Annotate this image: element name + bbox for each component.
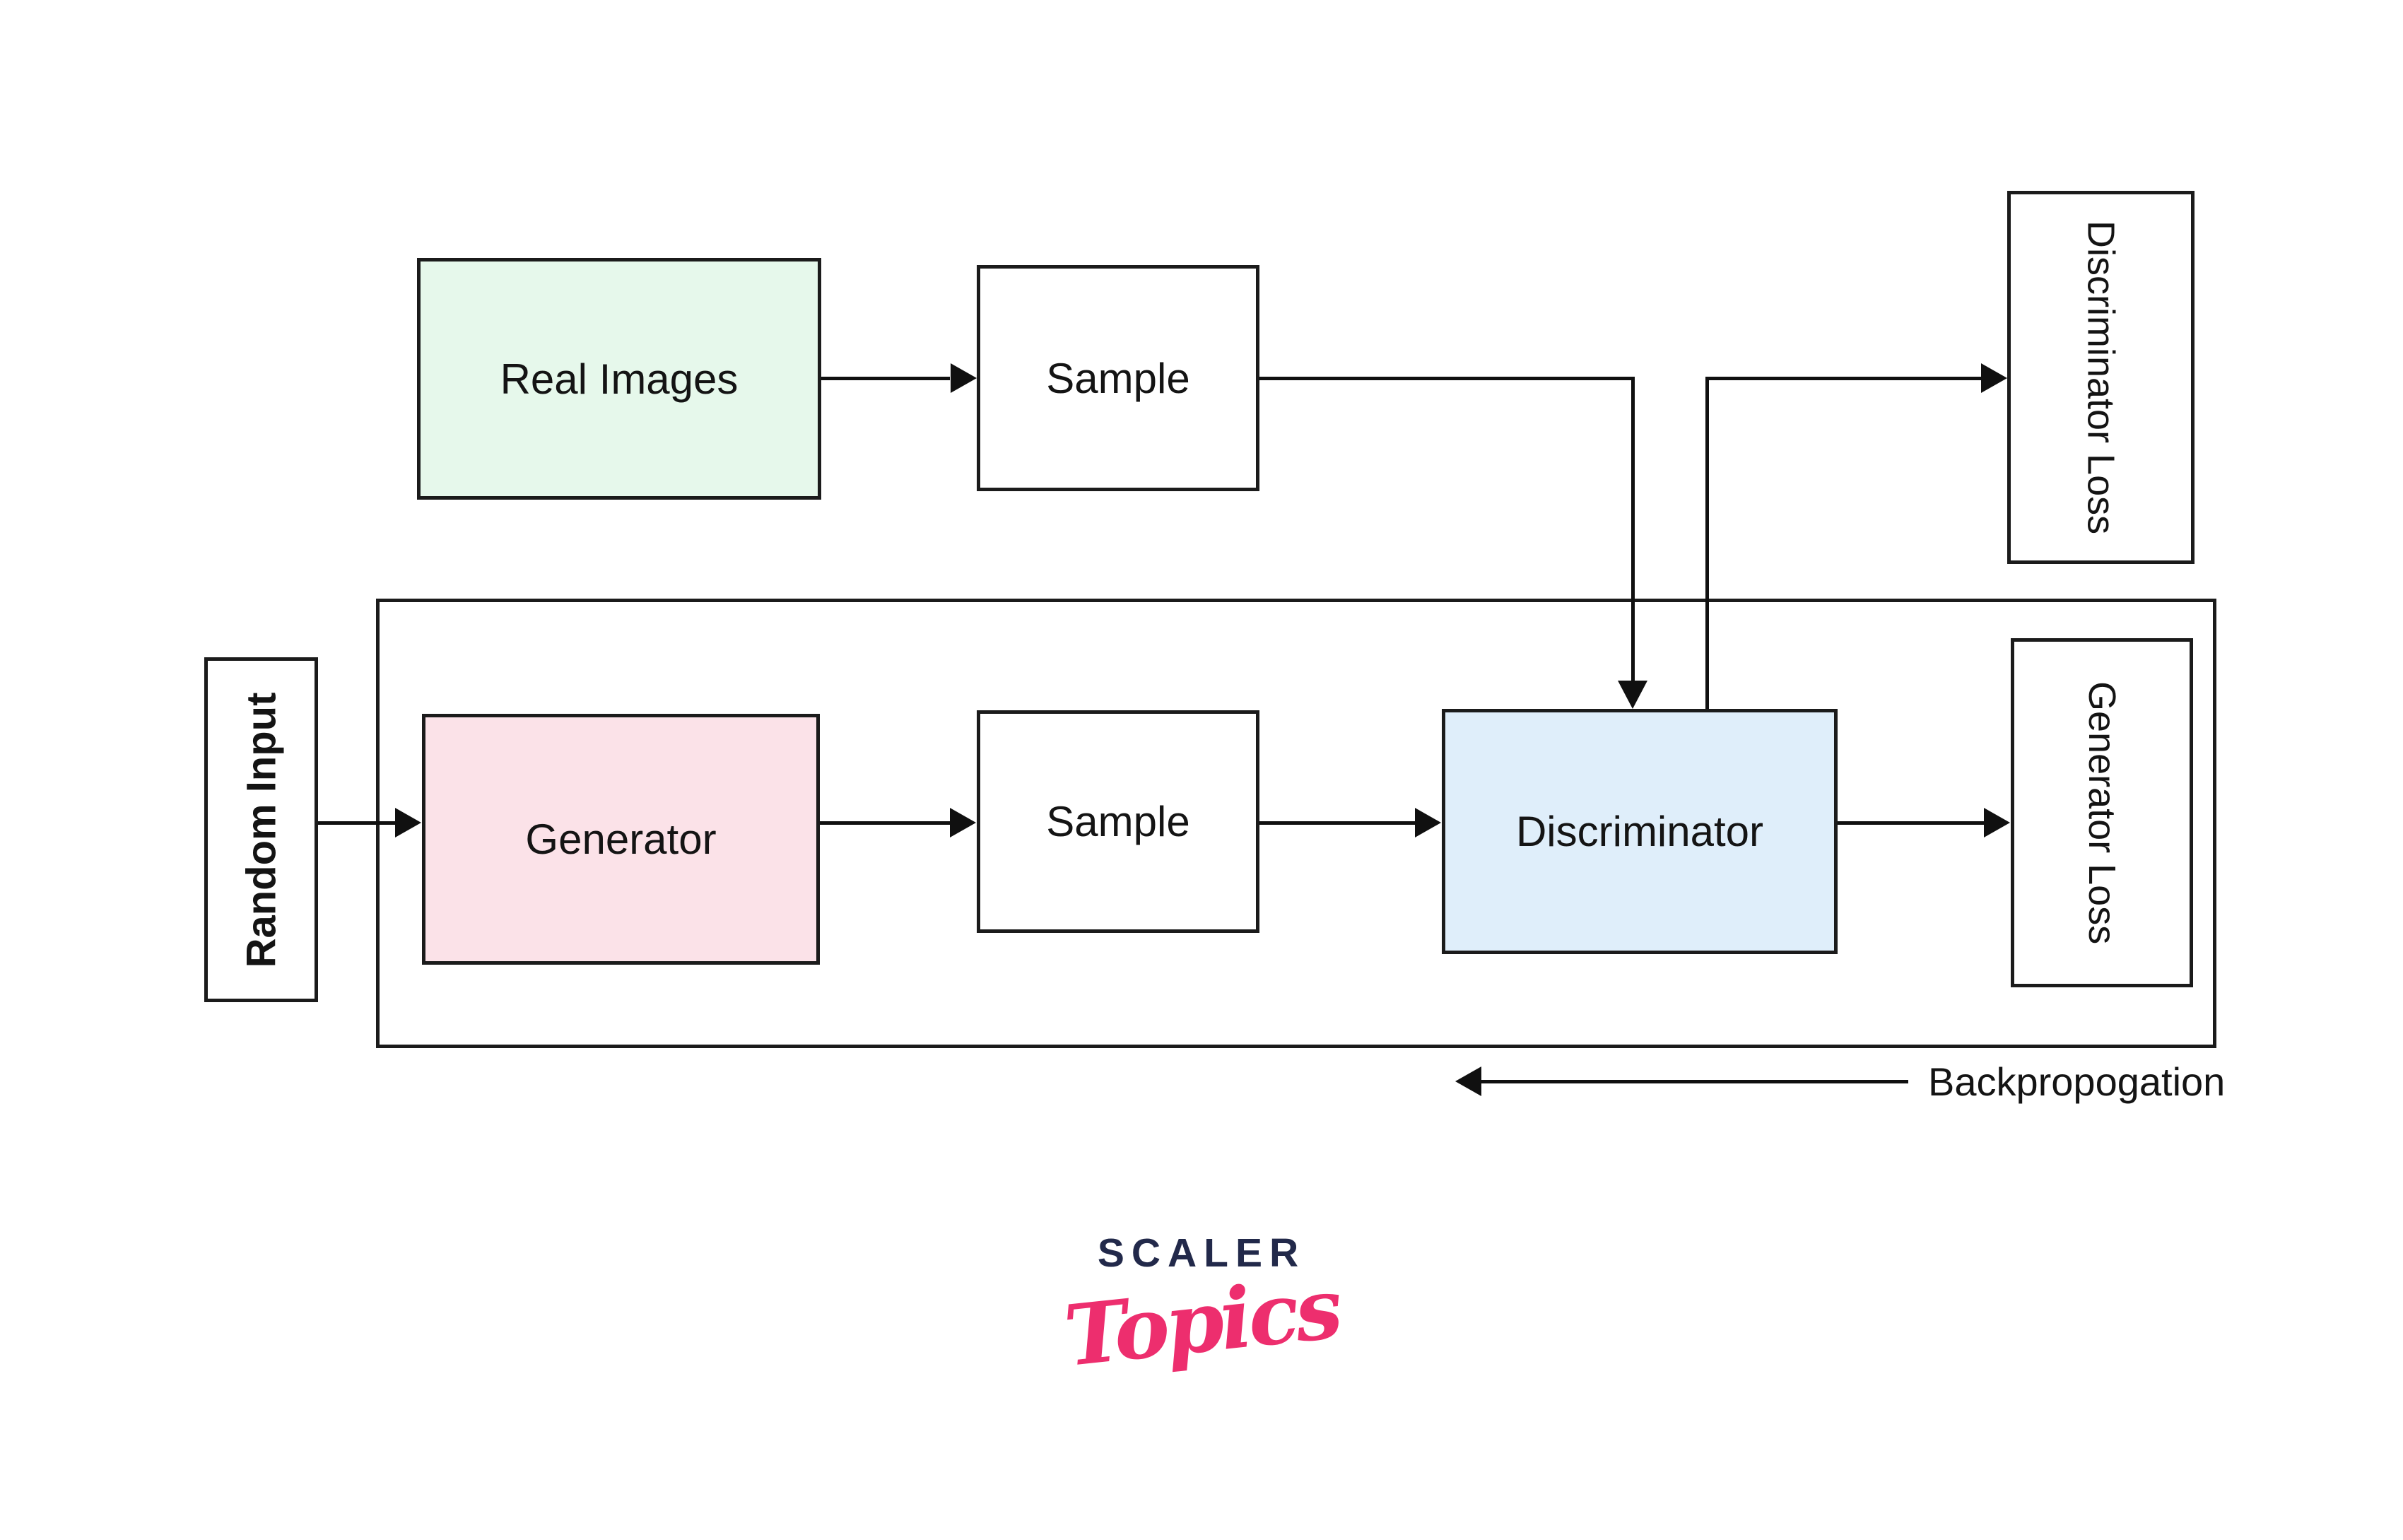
arrowhead-into-generator-loss-icon [1984,808,2010,837]
connector-discriminator-to-generator-loss [1838,821,1985,825]
discriminator-box: Discriminator [1442,709,1838,954]
sample-bottom-box: Sample [977,710,1259,933]
logo-script: Topics [1059,1259,1344,1385]
sample-bottom-label: Sample [1046,798,1190,845]
backpropagation-label: Backpropogation [1928,1059,2226,1104]
arrowhead-into-bottom-sample-icon [950,808,976,837]
arrowhead-into-discriminator-icon [1415,808,1441,837]
arrowhead-into-discriminator-loss-icon [1981,363,2007,393]
connector-to-discriminator-loss [1705,377,1982,380]
discriminator-label: Discriminator [1515,808,1764,855]
connector-sample-to-discriminator [1259,821,1416,825]
logo-wordmark: SCALER [1097,1230,1306,1276]
arrowhead-backpropagation-icon [1455,1066,1481,1096]
generator-loss-label: Generator Loss [2081,681,2123,945]
real-images-box: Real Images [417,258,821,500]
generator-box: Generator [422,714,820,965]
connector-top-sample-horizontal [1259,377,1635,380]
arrowhead-into-top-sample-icon [951,363,977,393]
arrowhead-into-generator-icon [395,808,421,837]
arrowhead-down-into-discriminator-icon [1618,681,1647,709]
connector-generator-to-sample [820,821,951,825]
real-images-label: Real Images [500,355,739,403]
random-input-label: Random Input [238,692,284,968]
generator-loss-box: Generator Loss [2011,638,2193,987]
discriminator-loss-box: Discriminator Loss [2007,191,2195,564]
random-input-box: Random Input [204,657,318,1002]
connector-discriminator-up-vertical [1705,377,1709,709]
discriminator-loss-label: Discriminator Loss [2079,220,2122,535]
sample-top-label: Sample [1046,354,1190,402]
connector-random-input-to-generator [318,821,396,825]
generator-label: Generator [525,816,717,863]
connector-real-images-to-sample [821,377,950,380]
connector-backpropagation [1481,1080,1908,1083]
sample-top-box: Sample [977,265,1259,491]
scaler-topics-logo: SCALER Topics [1059,1230,1343,1385]
connector-top-sample-vertical [1631,377,1635,681]
